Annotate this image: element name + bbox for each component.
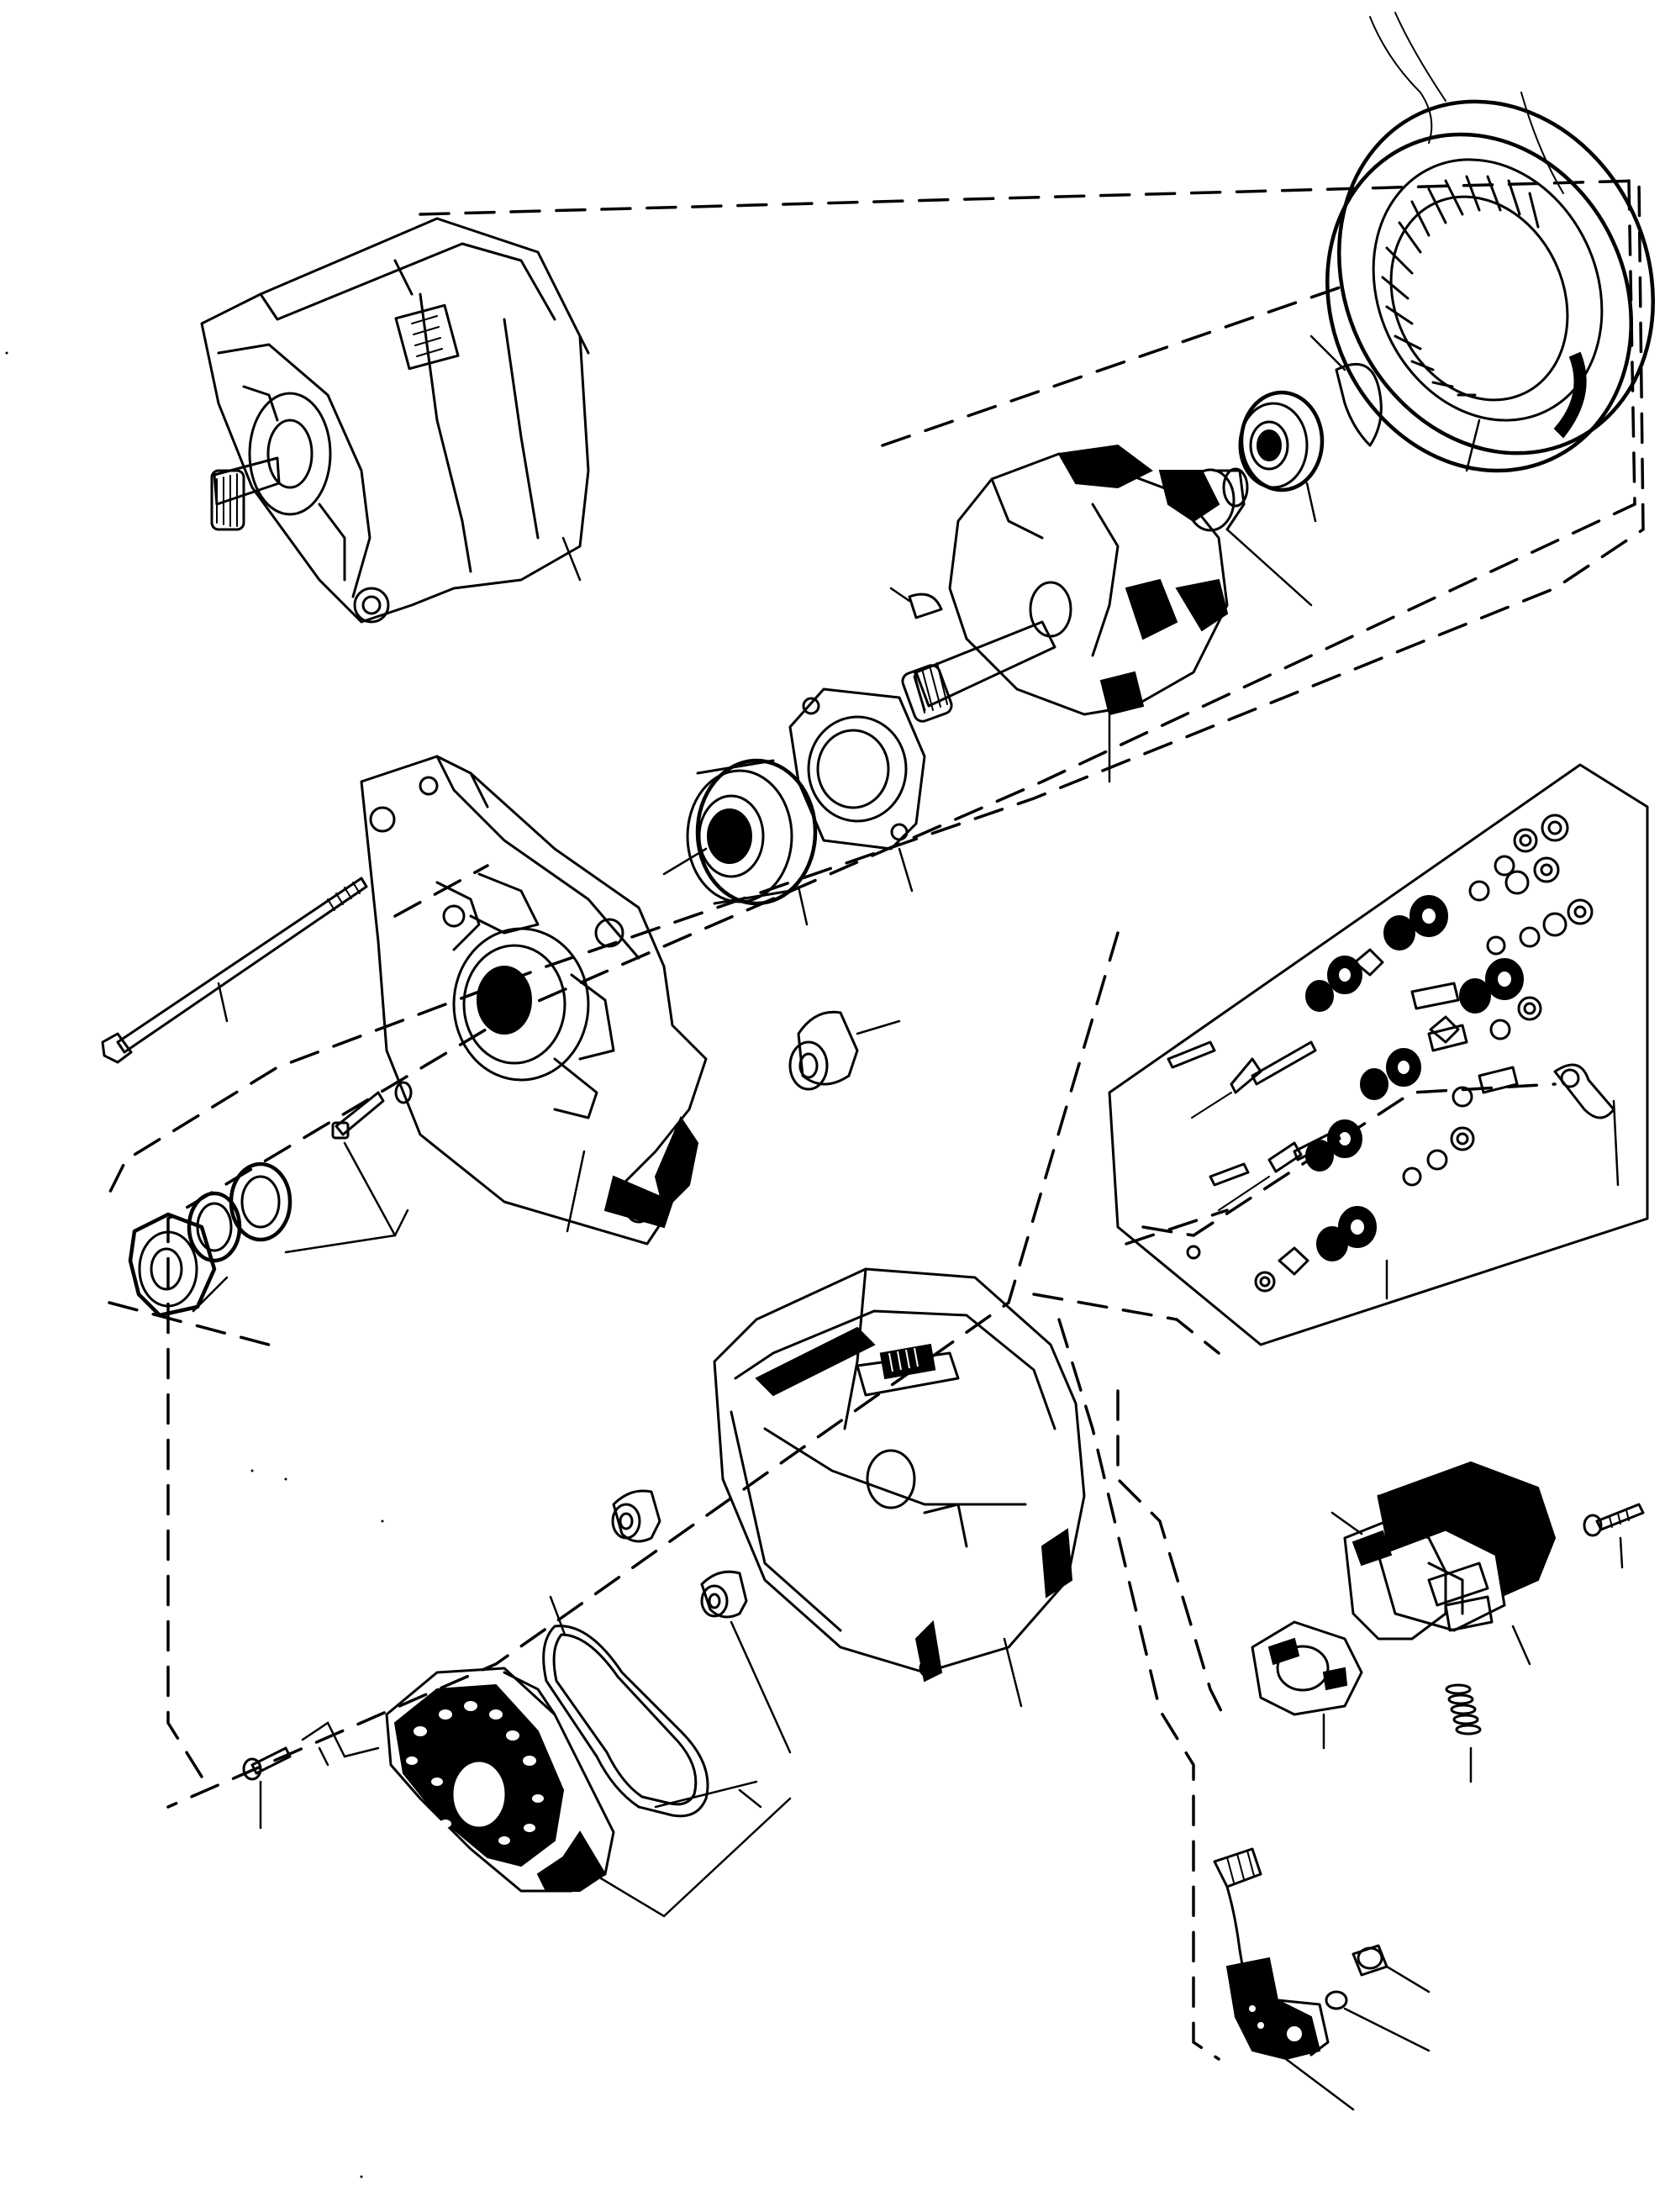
- regulator-screw: [1583, 1503, 1645, 1569]
- slip-ring-end-shield: [713, 1267, 1086, 1708]
- through-bolt: [101, 877, 368, 1064]
- rectifier-screw: [242, 1721, 380, 1830]
- bearing-retainer-plate: [788, 687, 926, 893]
- scan-specks: [5, 351, 384, 2178]
- capacitor-screw: [1351, 1944, 1431, 1993]
- terminal-hardware-panel: [1108, 763, 1649, 1346]
- rectifier-plate: [318, 1667, 792, 1918]
- voltage-regulator: [1377, 1461, 1557, 1666]
- brush-plate: [1251, 1620, 1363, 1750]
- alternator-housing-assembly: [200, 217, 590, 624]
- small-screw: [331, 1081, 413, 1140]
- capacitor: [1213, 1847, 1355, 2111]
- gasket: [542, 1595, 709, 1818]
- rear-bearing: [1238, 390, 1325, 523]
- drive-end-shield: [360, 755, 708, 1246]
- capacitor-washer: [1325, 1990, 1431, 2052]
- insulating-bushing: [611, 1489, 661, 1543]
- rotor: [901, 444, 1313, 783]
- insulating-bushing-small: [700, 1570, 792, 1754]
- brush-spring: [1445, 1683, 1482, 1783]
- front-bearing: [662, 758, 818, 926]
- bearing-clip: [1309, 334, 1383, 447]
- woodruff-key: [889, 587, 943, 619]
- shaft-spacer: [788, 1010, 901, 1091]
- pulley-nut: [128, 1212, 217, 1318]
- assembly-dashed-lines: [103, 179, 1645, 2061]
- spacer-washers: [192, 1141, 409, 1313]
- brush-holder: [1330, 1511, 1494, 1641]
- stator: [1325, 12, 1655, 473]
